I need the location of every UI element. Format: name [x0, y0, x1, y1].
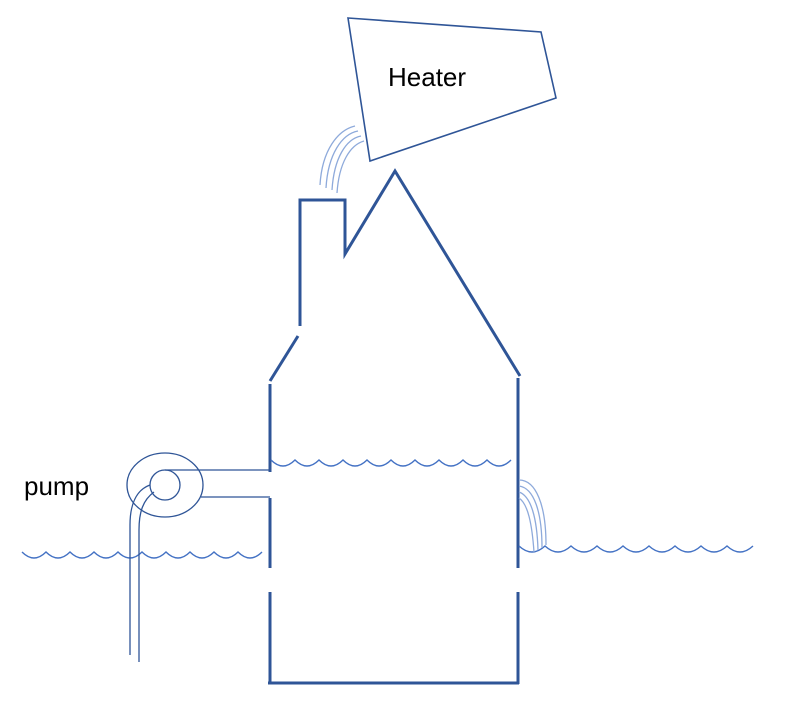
overflow-line [518, 491, 539, 551]
roof-left [268, 335, 300, 382]
overflow-stream [518, 479, 547, 553]
chimney-steam-line [331, 135, 362, 191]
chimney-steam-line [336, 140, 365, 194]
chimney-steam-line [319, 125, 356, 186]
outer-water-left [21, 551, 263, 559]
inner-water-surface [270, 459, 512, 467]
heater-label: Heater [388, 62, 466, 92]
pump-intake-pipe-outer [129, 484, 151, 655]
chimney [298, 168, 522, 377]
outer-water-right [518, 545, 754, 553]
pump-housing [126, 452, 204, 518]
chimney-steam [319, 125, 365, 194]
overflow-line [518, 479, 547, 546]
heater-box [347, 17, 557, 163]
heater: Heater [347, 17, 557, 163]
overflow-line [518, 485, 543, 549]
house [268, 168, 522, 685]
chimney-steam-line [325, 130, 359, 189]
pump-label: pump [24, 471, 89, 501]
pump-rotor [149, 469, 181, 501]
pump: pump [24, 452, 270, 662]
pump-intake-pipe-inner [138, 491, 155, 662]
overflow-line [518, 497, 535, 553]
